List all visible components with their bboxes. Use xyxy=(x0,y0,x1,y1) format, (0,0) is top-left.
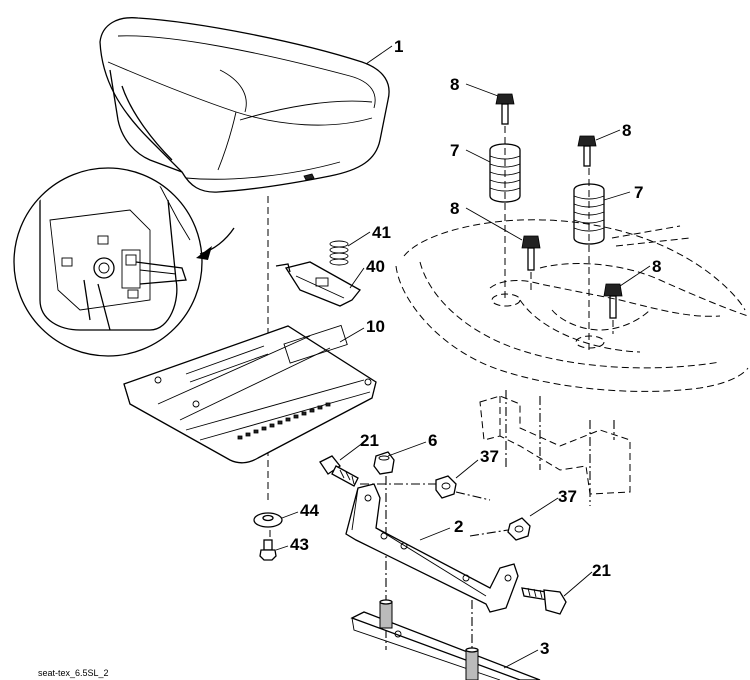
bracket-part-2 xyxy=(345,483,519,613)
label-part-8-c: 8 xyxy=(450,199,459,218)
fender-outline xyxy=(395,219,749,392)
plate-part-3 xyxy=(350,599,541,680)
label-part-41: 41 xyxy=(372,223,391,242)
nut-part-6 xyxy=(373,451,395,475)
label-part-1: 1 xyxy=(394,37,403,56)
label-part-21-lower: 21 xyxy=(592,561,611,580)
nut-part-37-upper xyxy=(435,475,457,499)
label-part-6: 6 xyxy=(428,431,437,450)
washer-part-44 xyxy=(253,512,283,528)
label-part-3: 3 xyxy=(540,639,549,658)
seat-pan-slots xyxy=(237,402,331,440)
nut-part-37-lower xyxy=(507,517,531,541)
clip-part-40 xyxy=(275,261,361,307)
bolt-part-21-upper xyxy=(319,455,359,487)
seat-pan-part-10 xyxy=(123,324,377,464)
spring-part-41 xyxy=(329,240,349,266)
bolt-part-43 xyxy=(259,539,277,561)
label-part-43: 43 xyxy=(290,535,309,554)
label-part-37-upper: 37 xyxy=(480,447,499,466)
bolt-part-8-b xyxy=(577,135,597,167)
bolt-part-8-d xyxy=(603,283,623,319)
label-part-40: 40 xyxy=(366,257,385,276)
label-part-7-a: 7 xyxy=(450,141,459,160)
bolt-part-8-c xyxy=(521,235,541,271)
frame-bracket xyxy=(479,390,631,506)
label-part-2: 2 xyxy=(454,517,463,536)
detail-inset xyxy=(13,167,235,357)
part-labels: 1 8 8 7 7 8 8 41 40 10 21 6 37 37 2 44 4… xyxy=(290,37,661,658)
leader-lines xyxy=(275,45,651,669)
seat-part-1 xyxy=(99,17,390,193)
label-part-10: 10 xyxy=(366,317,385,336)
label-part-37-lower: 37 xyxy=(558,487,577,506)
axis-37-link xyxy=(455,491,491,501)
axis-37-lower-link xyxy=(469,529,509,537)
label-part-8-a: 8 xyxy=(450,75,459,94)
figure-caption: seat-tex_6.5SL_2 xyxy=(38,668,109,678)
bolt-part-8-a xyxy=(495,93,515,125)
label-part-21-upper: 21 xyxy=(360,431,379,450)
label-part-8-d: 8 xyxy=(652,257,661,276)
label-part-7-b: 7 xyxy=(634,183,643,202)
label-part-8-b: 8 xyxy=(622,121,631,140)
label-part-44: 44 xyxy=(300,501,319,520)
bolt-part-21-lower xyxy=(521,587,567,615)
